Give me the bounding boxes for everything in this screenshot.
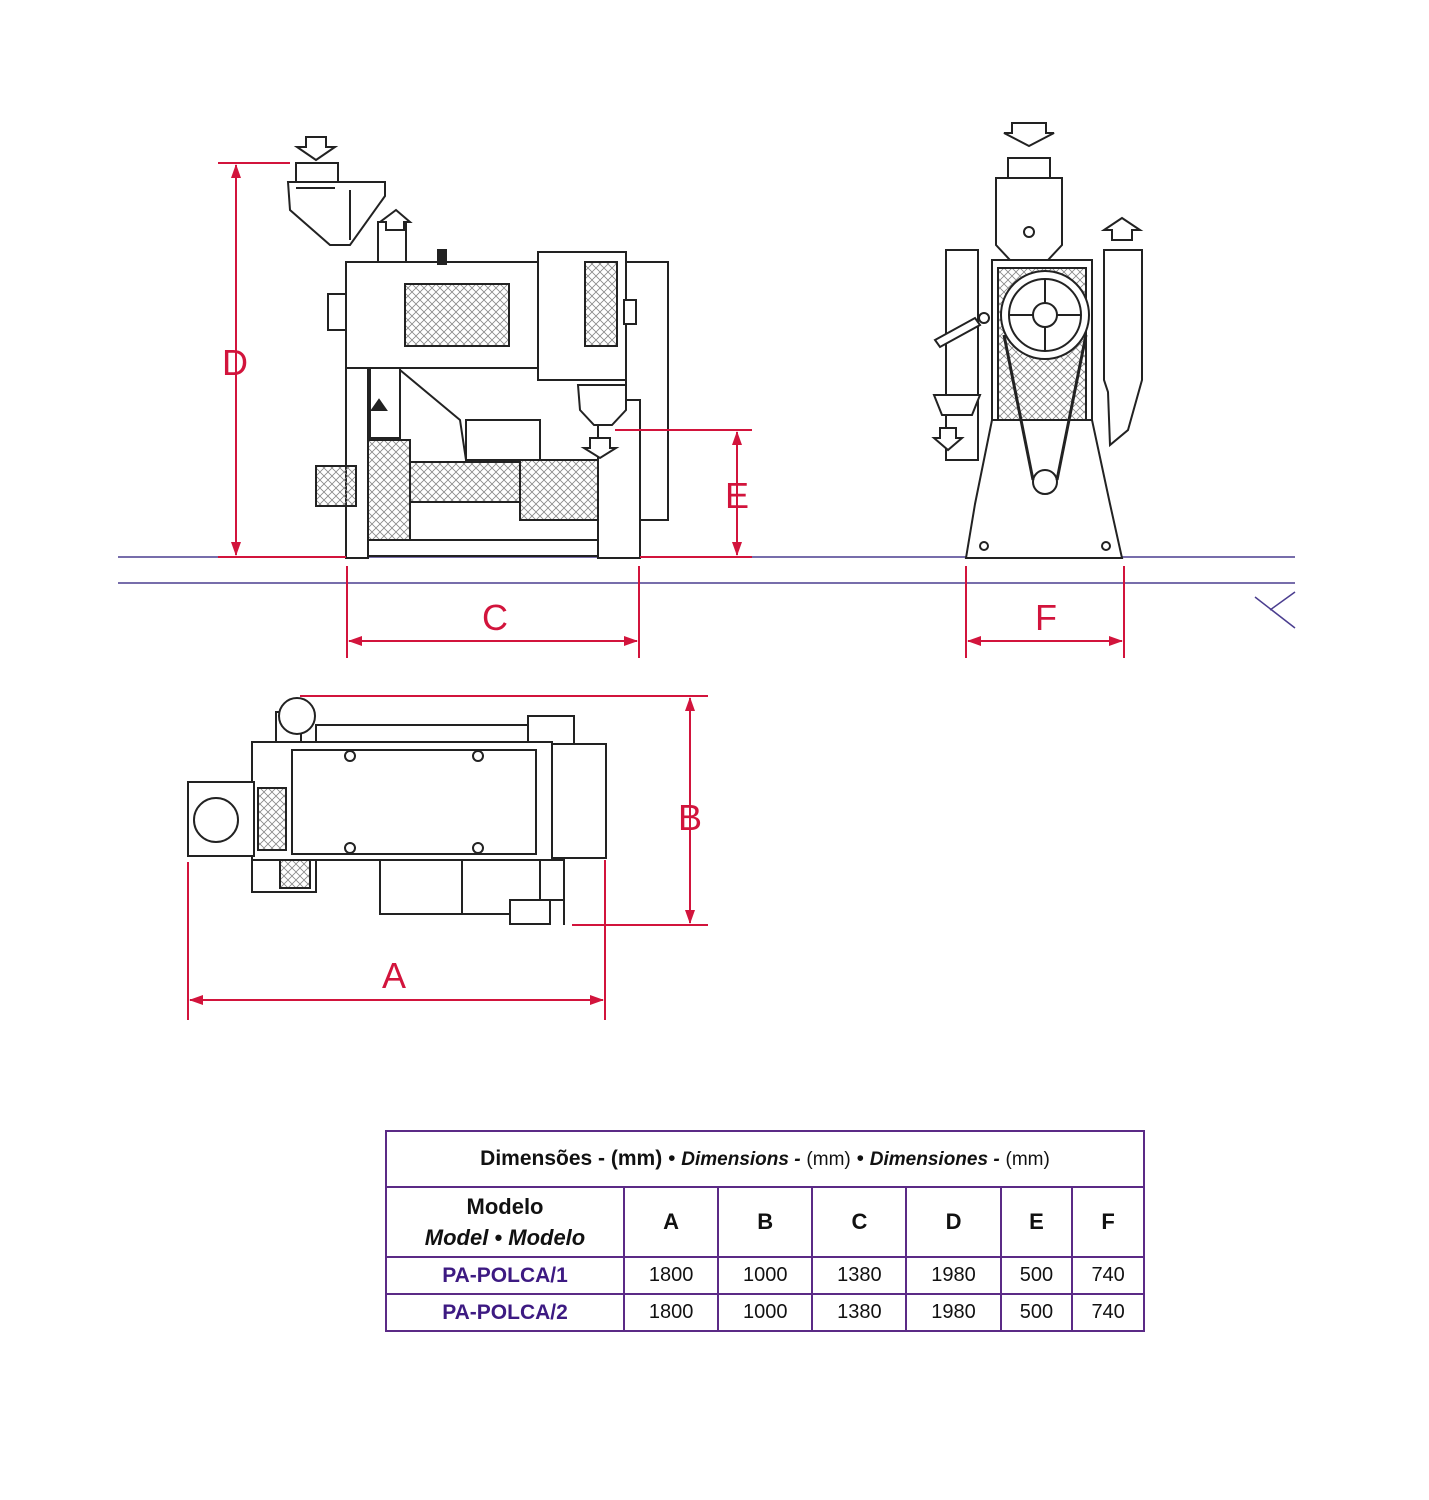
table-row: PA-POLCA/2 1800 1000 1380 1980 500 740 (385, 1293, 1145, 1332)
title-es: Dimensiones - (869, 1149, 1000, 1170)
table-header-row: Modelo Model • Modelo A B C D E F (385, 1186, 1145, 1258)
title-pt: Dimensões - (mm) (480, 1147, 663, 1170)
front-view (286, 136, 669, 559)
model-header-line2: Model • Modelo (424, 1225, 586, 1250)
table-cell: 1800 (622, 1293, 720, 1332)
table-cell: 500 (999, 1256, 1074, 1295)
column-header: F (1071, 1186, 1145, 1258)
table-cell: 1380 (811, 1256, 908, 1295)
model-header: Modelo Model • Modelo (385, 1186, 625, 1258)
table-title: Dimensões - (mm) • Dimensions - (mm) • D… (385, 1130, 1145, 1188)
title-bullet: • (668, 1147, 676, 1170)
technical-drawing: D E C F B A (118, 122, 1296, 1020)
dim-label-f: F (1035, 597, 1057, 638)
table-title-row: Dimensões - (mm) • Dimensions - (mm) • D… (385, 1130, 1145, 1188)
table-cell: 740 (1071, 1293, 1145, 1332)
table-cell: 1980 (905, 1256, 1002, 1295)
column-header: E (999, 1186, 1074, 1258)
model-header-line1: Modelo (466, 1194, 544, 1219)
table-cell: 1800 (622, 1256, 720, 1295)
dimensions-table: Dimensões - (mm) • Dimensions - (mm) • D… (385, 1130, 1145, 1332)
title-bullet: • (856, 1147, 864, 1170)
unit-es: (mm) (1005, 1149, 1050, 1170)
title-en: Dimensions - (681, 1149, 801, 1170)
column-header: C (811, 1186, 908, 1258)
column-header: B (717, 1186, 814, 1258)
dim-label-e: E (725, 475, 749, 516)
model-name: PA-POLCA/1 (385, 1256, 625, 1295)
dimension-lines (187, 162, 1125, 1020)
dim-label-c: C (482, 597, 508, 638)
table-cell: 1980 (905, 1293, 1002, 1332)
table-cell: 500 (999, 1293, 1074, 1332)
column-header: D (905, 1186, 1002, 1258)
table-cell: 1380 (811, 1293, 908, 1332)
side-view (931, 122, 1144, 559)
table-cell: 1000 (717, 1256, 814, 1295)
column-header: A (622, 1186, 720, 1258)
dim-label-d: D (222, 342, 248, 383)
dim-label-b: B (678, 797, 702, 838)
table-cell: 740 (1071, 1256, 1145, 1295)
top-view (187, 697, 607, 925)
ground-lines (118, 556, 1296, 629)
dim-label-a: A (382, 955, 406, 996)
model-name: PA-POLCA/2 (385, 1293, 625, 1332)
table-row: PA-POLCA/1 1800 1000 1380 1980 500 740 (385, 1256, 1145, 1295)
unit-en: (mm) (806, 1149, 851, 1170)
table-cell: 1000 (717, 1293, 814, 1332)
